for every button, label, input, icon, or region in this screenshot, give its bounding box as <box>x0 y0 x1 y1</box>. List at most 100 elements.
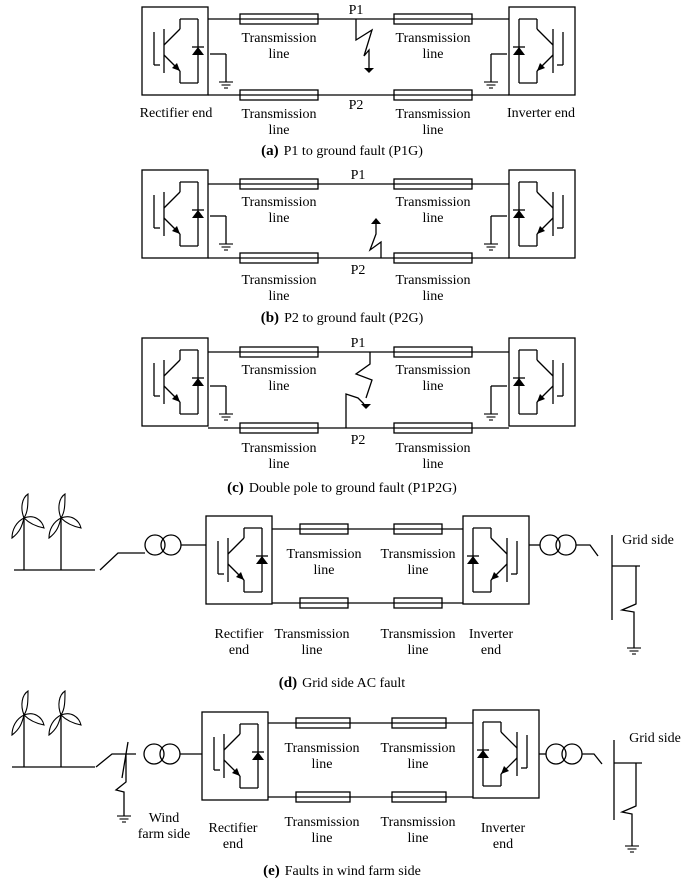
tl-label: Transmission <box>381 741 456 756</box>
wind-turbine-icon <box>48 690 82 768</box>
tl-label: line <box>314 563 335 578</box>
transmission-line-resistor <box>239 422 319 434</box>
inverter-label: Inverter <box>469 627 514 642</box>
transmission-line-resistor <box>239 89 319 101</box>
tl-label: Transmission <box>242 273 317 288</box>
tl-label: line <box>423 123 444 138</box>
rectifier-converter-icon <box>141 169 209 259</box>
transmission-line-resistor <box>393 252 473 264</box>
tl-label: Transmission <box>396 31 471 46</box>
transmission-line-resistor <box>295 791 351 803</box>
transmission-line-resistor <box>393 597 443 609</box>
end-label: end <box>223 837 243 852</box>
transmission-line-resistor <box>391 717 447 729</box>
farm-side-label: farm side <box>138 827 190 842</box>
tl-label: line <box>408 757 429 772</box>
transmission-line-resistor <box>393 346 473 358</box>
tl-label: line <box>269 47 290 62</box>
tl-label: line <box>423 211 444 226</box>
inverter-converter-icon <box>508 169 576 259</box>
tl-label: line <box>423 47 444 62</box>
rectifier-converter-icon <box>141 337 209 427</box>
transmission-line-resistor <box>299 523 349 535</box>
tl-label: line <box>269 211 290 226</box>
tl-label: line <box>302 643 323 658</box>
transmission-line-resistor <box>239 346 319 358</box>
caption-b: (b)P2 to ground fault (P2G) <box>261 310 424 326</box>
tl-label: Transmission <box>396 107 471 122</box>
fault-path-icon <box>114 754 127 816</box>
tl-label: line <box>423 457 444 472</box>
fault-path-icon <box>354 352 373 399</box>
fault-path-icon <box>368 224 382 258</box>
rectifier-converter-icon <box>201 711 269 801</box>
inverter-converter-icon <box>508 6 576 96</box>
pole-label-p1: P1 <box>349 3 364 18</box>
rectifier-label: Rectifier <box>215 627 264 642</box>
transmission-line-resistor <box>393 422 473 434</box>
pole-label-p2: P2 <box>351 263 366 278</box>
tl-label: Transmission <box>242 441 317 456</box>
pole-label-p1: P1 <box>351 168 366 183</box>
transmission-line-resistor <box>393 178 473 190</box>
tl-label: Transmission <box>275 627 350 642</box>
wind-turbine-icon <box>11 690 45 768</box>
inverter-end-label: Inverter end <box>507 106 575 121</box>
fault-path-icon <box>619 763 637 846</box>
inverter-label: Inverter <box>481 821 526 836</box>
grid-side-label: Grid side <box>629 731 681 746</box>
tl-label: line <box>312 831 333 846</box>
transformer-icon <box>545 743 567 765</box>
transmission-line-resistor <box>393 89 473 101</box>
transmission-line-resistor <box>391 791 447 803</box>
fault-path-icon <box>355 19 374 68</box>
inverter-converter-icon <box>472 709 540 799</box>
caption-e: (e)Faults in wind farm side <box>263 863 421 879</box>
rectifier-end-label: Rectifier end <box>140 106 213 121</box>
transformer-icon <box>144 534 166 556</box>
wind-label: Wind <box>149 811 180 826</box>
pole-label-p2: P2 <box>349 98 364 113</box>
inverter-converter-icon <box>462 515 530 605</box>
transmission-line-resistor <box>239 252 319 264</box>
rectifier-label: Rectifier <box>209 821 258 836</box>
rectifier-converter-icon <box>205 515 273 605</box>
tl-label: line <box>408 563 429 578</box>
tl-label: line <box>269 457 290 472</box>
tl-label: Transmission <box>381 547 456 562</box>
tl-label: Transmission <box>396 195 471 210</box>
transmission-line-resistor <box>295 717 351 729</box>
tl-label: line <box>269 123 290 138</box>
panel-a: Transmission line Transmission line Tran… <box>140 3 576 159</box>
tl-label: line <box>312 757 333 772</box>
tl-label: Transmission <box>287 547 362 562</box>
tl-label: Transmission <box>285 741 360 756</box>
pole-label-p1: P1 <box>351 336 366 351</box>
transmission-line-resistor <box>393 523 443 535</box>
tl-label: Transmission <box>381 815 456 830</box>
panel-d: Transmission line Transmission line Tran… <box>11 493 674 691</box>
tl-label: Transmission <box>242 195 317 210</box>
tl-label: Transmission <box>242 31 317 46</box>
transformer-icon <box>539 534 561 556</box>
caption-a: (a)P1 to ground fault (P1G) <box>261 143 423 159</box>
tl-label: line <box>408 643 429 658</box>
fault-path-icon <box>345 393 365 428</box>
tl-label: line <box>269 379 290 394</box>
panel-c: Transmission line Transmission line Tran… <box>141 336 576 496</box>
tl-label: Transmission <box>285 815 360 830</box>
end-label: end <box>493 837 513 852</box>
tl-label: Transmission <box>396 441 471 456</box>
caption-d: (d)Grid side AC fault <box>279 675 405 691</box>
end-label: end <box>481 643 501 658</box>
tl-label: Transmission <box>242 363 317 378</box>
tl-label: line <box>423 379 444 394</box>
transmission-line-resistor <box>299 597 349 609</box>
tl-label: line <box>423 289 444 304</box>
tl-label: Transmission <box>396 273 471 288</box>
rectifier-converter-icon <box>141 6 209 96</box>
transmission-line-resistor <box>239 13 319 25</box>
grid-side-label: Grid side <box>622 533 674 548</box>
